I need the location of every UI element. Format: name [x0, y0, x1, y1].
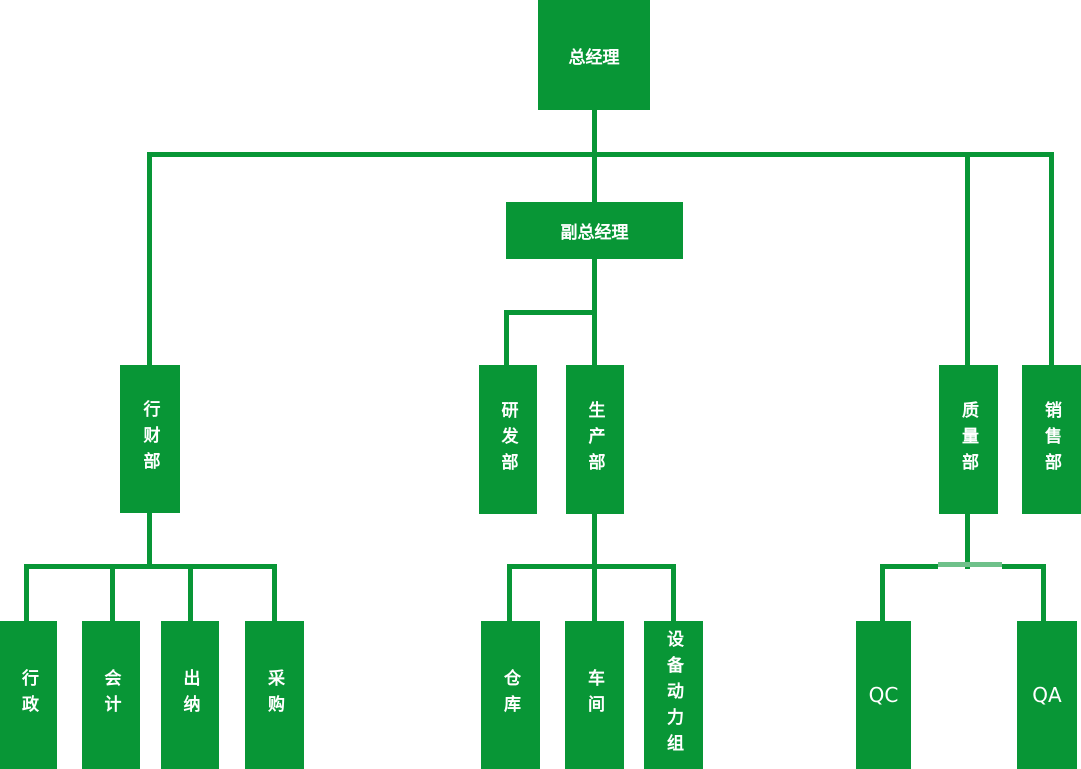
- node-label: 仓库: [500, 669, 520, 721]
- connector-rail: [24, 564, 277, 569]
- connector-line: [272, 564, 277, 621]
- node-qc[interactable]: QC: [856, 621, 911, 769]
- node-label: 质量部: [958, 400, 978, 479]
- node-label: 车间: [584, 669, 604, 721]
- connector-rail: [148, 152, 1054, 157]
- connector-rail-highlight: [938, 562, 1002, 567]
- connector-line: [147, 513, 152, 569]
- node-label: 行政: [18, 669, 38, 721]
- node-label: 行财部: [139, 400, 160, 478]
- connector-line: [147, 152, 152, 365]
- node-rd-dept[interactable]: 研发部: [479, 365, 537, 514]
- node-sales-dept[interactable]: 销售部: [1022, 365, 1081, 514]
- connector-line: [592, 110, 597, 157]
- node-label: 设备动力组: [663, 630, 683, 760]
- node-label: 出纳: [179, 669, 200, 721]
- node-deputy-general-manager[interactable]: 副总经理: [506, 202, 683, 259]
- node-label: 副总经理: [560, 223, 629, 243]
- node-label: 生产部: [584, 400, 605, 479]
- node-general-manager[interactable]: 总经理: [538, 0, 650, 110]
- connector-line: [671, 564, 676, 621]
- node-workshop[interactable]: 车间: [565, 621, 624, 769]
- connector-line: [110, 564, 115, 621]
- node-label: QA: [1032, 683, 1062, 707]
- node-label: 销售部: [1041, 400, 1061, 479]
- node-warehouse[interactable]: 仓库: [481, 621, 540, 769]
- node-purchasing[interactable]: 采购: [245, 621, 304, 769]
- connector-line: [24, 564, 29, 621]
- connector-line: [507, 564, 512, 621]
- node-label: 总经理: [568, 47, 620, 68]
- connector-line: [188, 564, 193, 621]
- connector-rail: [880, 564, 938, 569]
- connector-line: [1041, 564, 1046, 621]
- node-cashier[interactable]: 出纳: [161, 621, 219, 769]
- node-label: 采购: [264, 669, 284, 721]
- connector-line: [965, 152, 970, 365]
- connector-line: [592, 152, 597, 202]
- connector-line: [1049, 152, 1054, 365]
- node-equipment-power-group[interactable]: 设备动力组: [644, 621, 703, 769]
- connector-line: [504, 310, 509, 365]
- connector-rail: [504, 310, 597, 315]
- node-label: QC: [868, 683, 899, 707]
- connector-line: [965, 514, 970, 569]
- connector-rail: [1002, 564, 1046, 569]
- node-administration[interactable]: 行政: [0, 621, 57, 769]
- node-label: 会计: [100, 669, 121, 721]
- node-qa[interactable]: QA: [1017, 621, 1077, 769]
- node-quality-dept[interactable]: 质量部: [939, 365, 998, 514]
- node-accounting[interactable]: 会计: [82, 621, 140, 769]
- connector-line: [880, 564, 885, 621]
- node-production-dept[interactable]: 生产部: [566, 365, 624, 514]
- node-label: 研发部: [497, 400, 518, 479]
- connector-rail: [507, 564, 676, 569]
- node-admin-finance-dept[interactable]: 行财部: [120, 365, 180, 513]
